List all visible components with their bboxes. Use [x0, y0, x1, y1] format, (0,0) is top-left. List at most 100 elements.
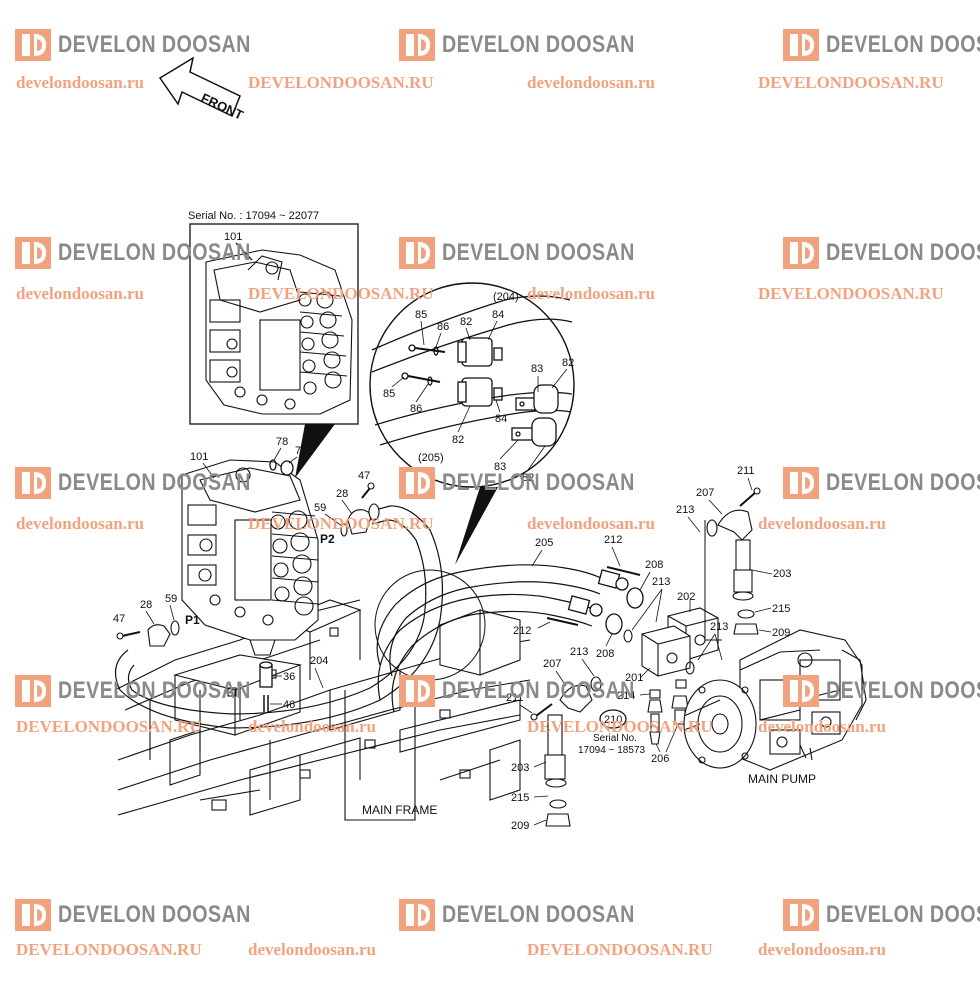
watermark-logo: DEVELON DOOSAN [782, 898, 980, 932]
callout-82-b: 82 [452, 434, 464, 446]
callout-78: 78 [276, 436, 288, 448]
callout-84-a: 84 [492, 309, 504, 321]
watermark-brand: DEVELON DOOSAN [58, 469, 251, 496]
callout-208-a: 208 [645, 559, 663, 571]
callout-202: 202 [677, 591, 695, 603]
callout-82-d: 82 [522, 472, 534, 484]
callout-85-b: 85 [383, 388, 395, 400]
watermark-url: develondoosan.ru [758, 940, 886, 959]
watermark-brand: DEVELON DOOSAN [442, 239, 635, 266]
watermark-url: DEVELONDOOSAN.RU [16, 940, 202, 959]
callout-204-paren: (204) [493, 291, 519, 303]
watermark-logo: DEVELON DOOSAN [14, 674, 293, 708]
watermark-brand: DEVELON DOOSAN [442, 677, 635, 704]
doosan-logo-icon [399, 29, 435, 61]
doosan-logo-icon [399, 467, 435, 499]
watermark-url: DEVELONDOOSAN.RU [527, 717, 713, 736]
watermark-brand: DEVELON DOOSAN [826, 239, 980, 266]
callout-59-top: 59 [314, 502, 326, 514]
watermark-url: develondoosan.ru [16, 73, 144, 92]
watermark-url: DEVELONDOOSAN.RU [527, 940, 713, 959]
watermark-url: DEVELONDOOSAN.RU [758, 284, 944, 303]
serial-note-line1: Serial No. [593, 733, 637, 744]
doosan-logo-icon [15, 899, 51, 931]
doosan-logo-icon [399, 899, 435, 931]
watermark-brand: DEVELON DOOSAN [826, 677, 980, 704]
callout-82-c: 82 [562, 357, 574, 369]
callout-213-c: 213 [676, 504, 694, 516]
watermark-brand: DEVELON DOOSAN [442, 901, 635, 928]
callout-77: 77 [295, 445, 307, 457]
pump-manifold-blocks [623, 607, 719, 677]
callout-211-top: 211 [737, 465, 755, 477]
doosan-logo-icon [783, 675, 819, 707]
watermark-url: DEVELONDOOSAN.RU [248, 284, 434, 303]
callout-201: 201 [625, 672, 643, 684]
pipe-203-right [704, 487, 761, 641]
watermark-url: develondoosan.ru [248, 940, 376, 959]
p2-fitting [340, 482, 380, 537]
watermark-url: DEVELONDOOSAN.RU [758, 73, 944, 92]
watermark-url: DEVELONDOOSAN.RU [16, 717, 202, 736]
callout-203-top: 203 [773, 568, 791, 580]
hose-205 [376, 564, 606, 713]
watermark-brand: DEVELON DOOSAN [58, 901, 251, 928]
watermark-logo: DEVELON DOOSAN [398, 466, 677, 500]
callout-208-b: 208 [596, 648, 614, 660]
callout-215-top: 215 [772, 603, 790, 615]
callout-213-d: 213 [570, 646, 588, 658]
front-arrow-icon: FRONT [158, 56, 246, 123]
watermark-logo: DEVELON DOOSAN [398, 674, 677, 708]
doosan-logo-icon [399, 237, 435, 269]
callout-212-a: 212 [604, 534, 622, 546]
callout-204: 204 [310, 655, 328, 667]
watermark-logo: DEVELON DOOSAN [398, 28, 677, 62]
watermark-url: DEVELONDOOSAN.RU [248, 514, 434, 533]
watermark-url: develondoosan.ru [758, 717, 886, 736]
inset-pointer [295, 424, 335, 478]
callout-83-a: 83 [531, 363, 543, 375]
serial-note-line2: 17094 ~ 18573 [578, 745, 645, 756]
watermark-brand: DEVELON DOOSAN [826, 31, 980, 58]
main-control-valve [181, 459, 319, 656]
p1-fitting [116, 620, 180, 647]
callout-207-top: 207 [696, 487, 714, 499]
doosan-logo-icon [15, 467, 51, 499]
callout-210-ring [599, 709, 627, 729]
callout-28-left: 28 [140, 599, 152, 611]
callout-203-low: 203 [511, 762, 529, 774]
doosan-logo-icon [15, 675, 51, 707]
watermark-url: develondoosan.ru [527, 514, 655, 533]
callout-82-a: 82 [460, 316, 472, 328]
hose-204 [114, 505, 444, 729]
watermark-logo: DEVELON DOOSAN [782, 236, 980, 270]
port-p1-label: P1 [185, 613, 200, 627]
watermark-url: develondoosan.ru [527, 284, 655, 303]
watermark-url: develondoosan.ru [16, 284, 144, 303]
doosan-logo-icon [399, 675, 435, 707]
callout-46: 46 [283, 699, 295, 711]
callout-213-b: 213 [710, 621, 728, 633]
watermark-brand: DEVELON DOOSAN [826, 469, 980, 496]
doosan-logo-icon [15, 237, 51, 269]
callout-210: 210 [604, 714, 622, 726]
callout-214: 214 [617, 690, 635, 702]
callout-28-top: 28 [336, 488, 348, 500]
callout-36: 36 [283, 671, 295, 683]
watermark-brand: DEVELON DOOSAN [58, 31, 251, 58]
callout-85-a: 85 [415, 309, 427, 321]
watermark-logo: DEVELON DOOSAN [782, 28, 980, 62]
watermark-url: develondoosan.ru [16, 514, 144, 533]
doosan-logo-icon [783, 29, 819, 61]
watermark-url: develondoosan.ru [758, 514, 886, 533]
callout-207-low: 207 [543, 658, 561, 670]
doosan-logo-icon [783, 899, 819, 931]
watermark-logo: DEVELON DOOSAN [14, 236, 293, 270]
callout-206: 206 [651, 753, 669, 765]
callout-205: 205 [535, 537, 553, 549]
watermark-brand: DEVELON DOOSAN [826, 901, 980, 928]
callout-83-b: 83 [494, 461, 506, 473]
pipe-203-lower [530, 676, 602, 827]
callout-47-top: 47 [358, 470, 370, 482]
callout-215-low: 215 [511, 792, 529, 804]
